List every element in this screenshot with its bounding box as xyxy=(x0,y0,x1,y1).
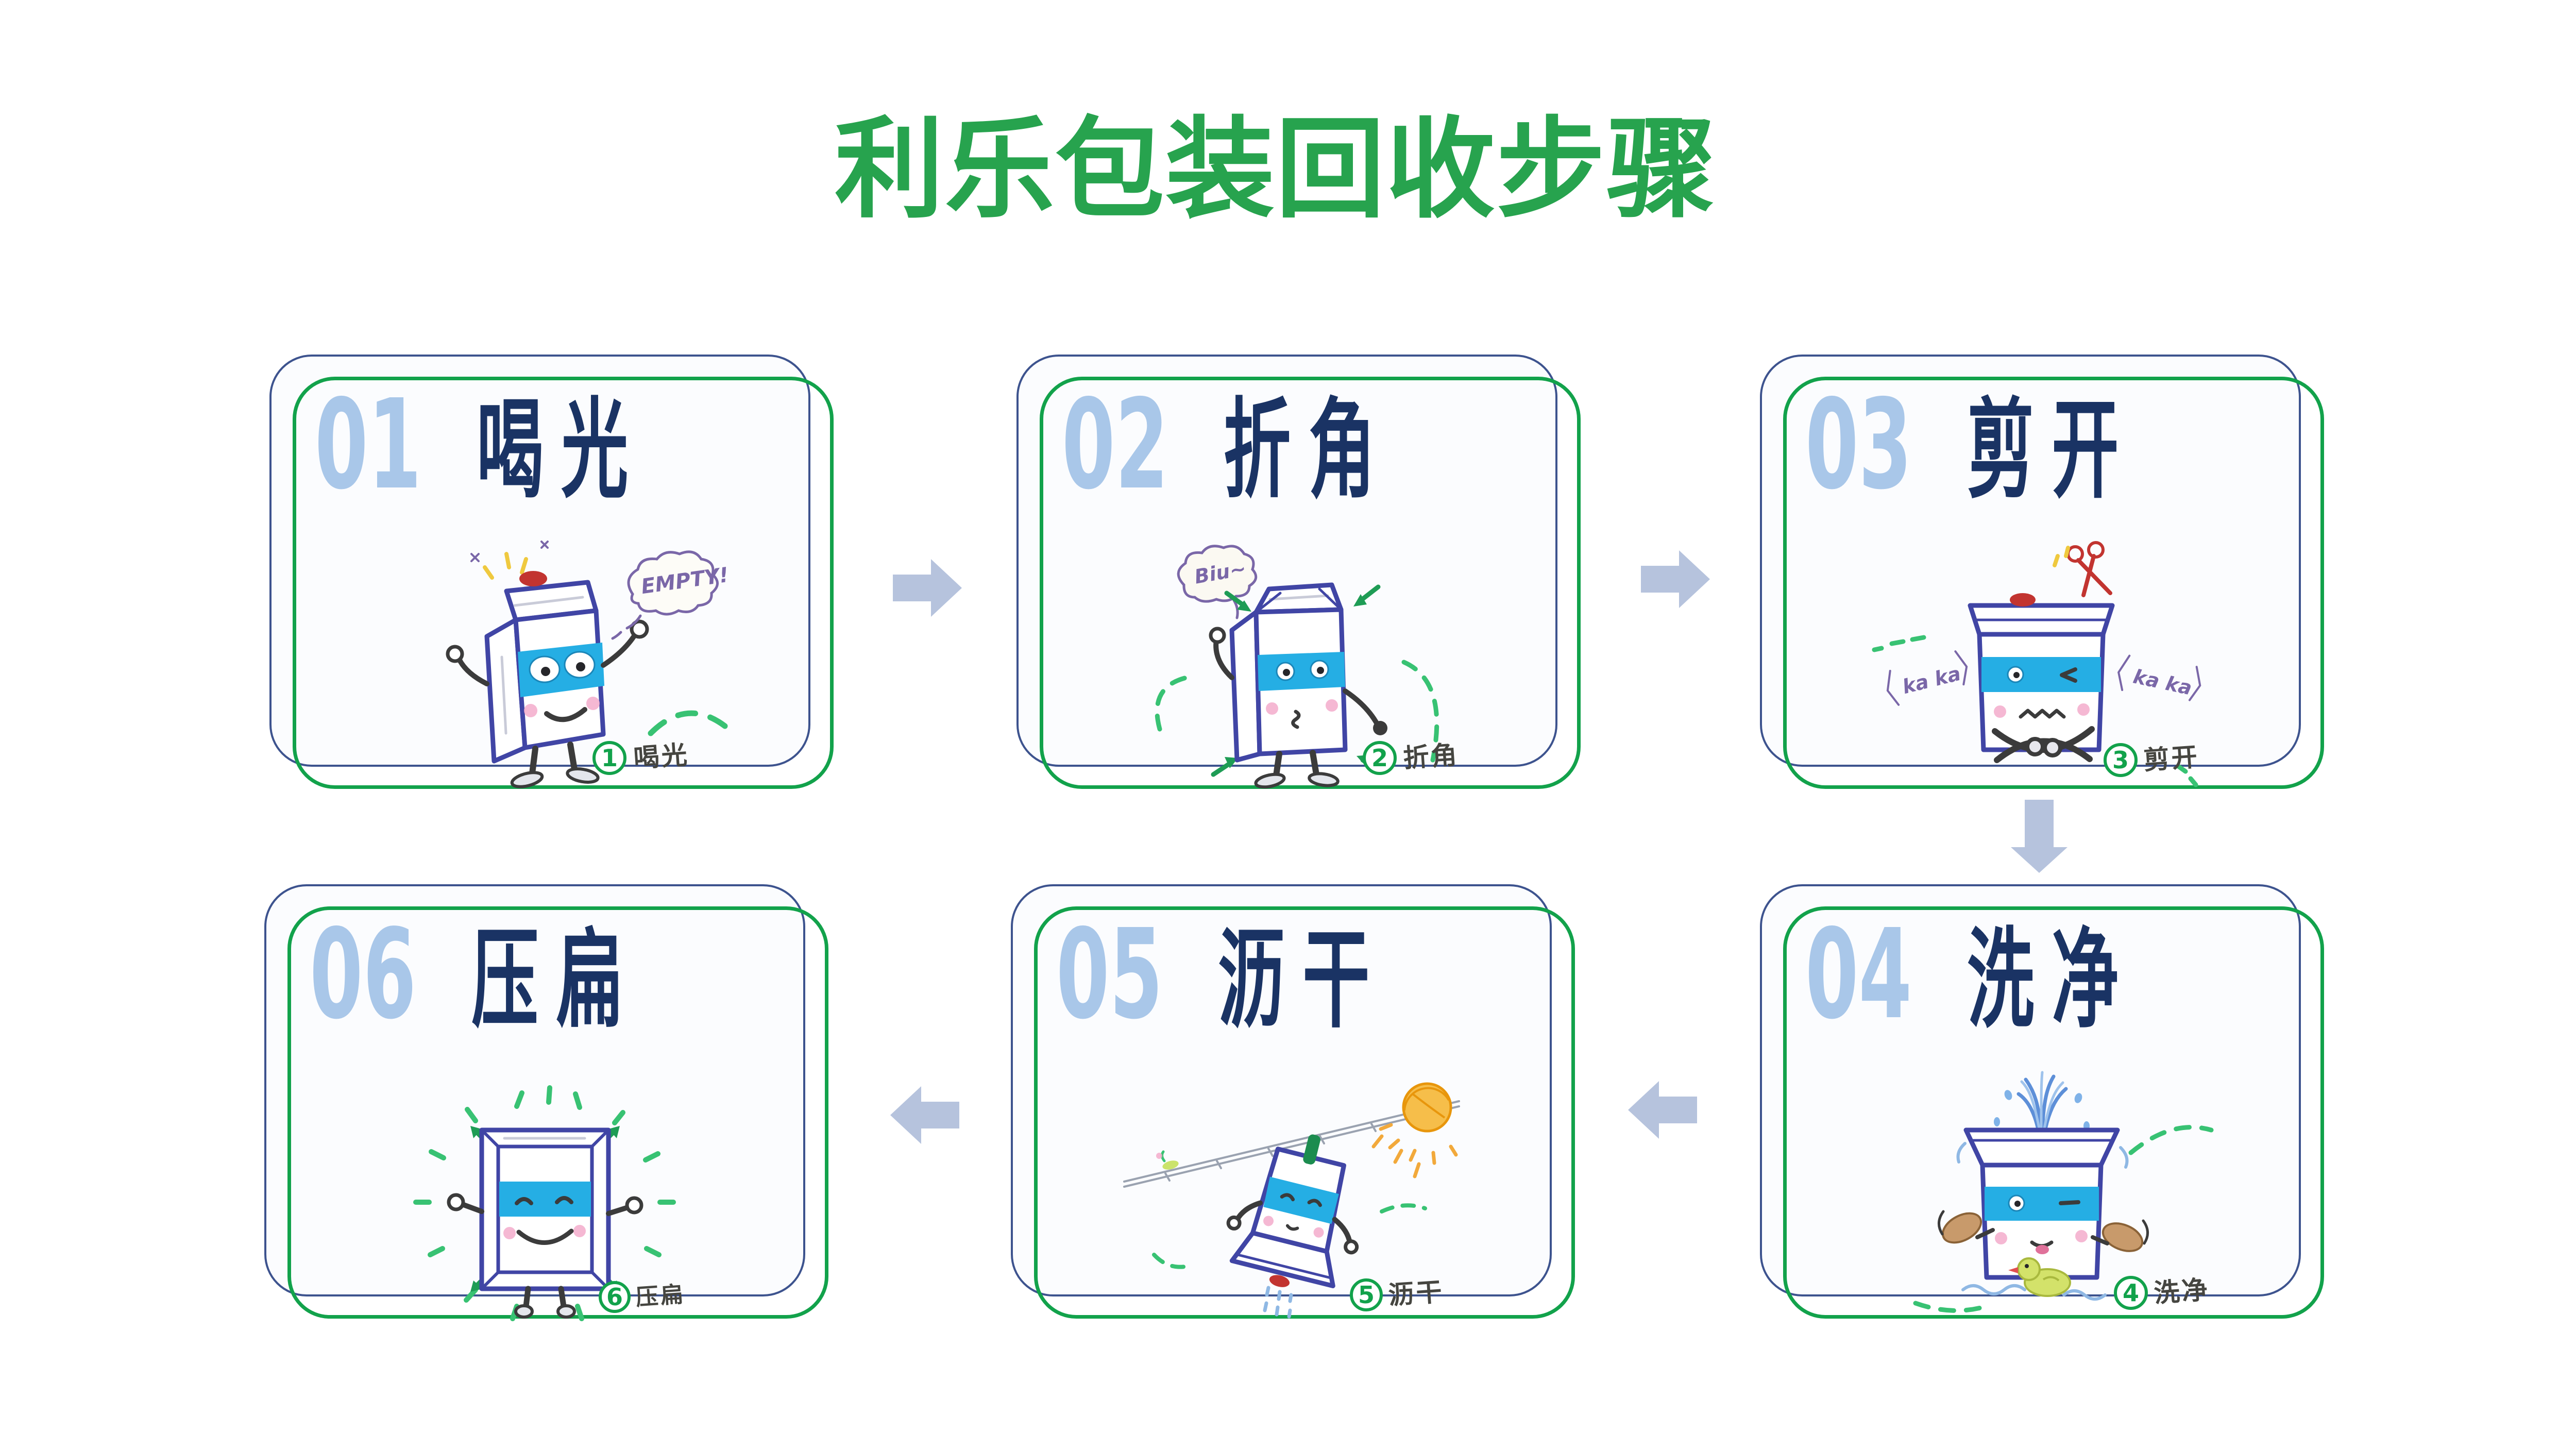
svg-text:喝光: 喝光 xyxy=(633,740,690,773)
trail-dashes xyxy=(1152,1253,1190,1269)
sun-rays xyxy=(1371,1134,1421,1178)
flow-arrow-left-5 xyxy=(890,1086,959,1144)
step-number: 03 xyxy=(1805,373,1912,517)
clothespin xyxy=(1303,1134,1320,1165)
step-title: 折角 xyxy=(1224,386,1393,513)
caption: 3 剪开 xyxy=(2104,742,2200,777)
carton-body xyxy=(1226,1134,1359,1289)
step-title: 洗净 xyxy=(1967,916,2137,1043)
svg-text:6: 6 xyxy=(606,1283,623,1311)
sketch-drip-dry-carton: 5 沥干 xyxy=(1123,1082,1460,1319)
sketch-drink-empty-carton: EMPTY! 1 喝光 xyxy=(446,541,730,788)
carton-cap xyxy=(2010,593,2036,606)
svg-text:ka ka: ka ka xyxy=(2131,665,2194,700)
flow-arrow-down-3 xyxy=(2011,800,2067,873)
sketch-flattened-carton: 6 压扁 xyxy=(413,1085,686,1321)
caption: 4 洗净 xyxy=(2114,1275,2211,1310)
rubber-duck xyxy=(2008,1257,2071,1297)
sketch-wash-carton: 4 洗净 xyxy=(1913,1071,2214,1313)
step-number: 04 xyxy=(1805,902,1912,1047)
svg-text:5: 5 xyxy=(1358,1281,1375,1309)
scissors-icon xyxy=(2053,541,2112,597)
card-outline-green xyxy=(287,906,828,1319)
step-number: 06 xyxy=(310,902,417,1047)
card-outline-green xyxy=(293,377,834,789)
page-title: 利乐包装回收步骤 xyxy=(835,105,1717,233)
caption: 5 沥干 xyxy=(1350,1277,1445,1311)
water-fountain xyxy=(1956,1071,2129,1169)
step-card-01: 01 喝光 xyxy=(269,355,834,790)
svg-text:3: 3 xyxy=(2112,746,2129,774)
svg-text:2: 2 xyxy=(1371,744,1388,772)
svg-text:折角: 折角 xyxy=(1402,740,1460,773)
water-drips xyxy=(1263,1286,1293,1319)
flow-arrow-right-2 xyxy=(1641,550,1710,608)
flow-arrow-right-1 xyxy=(893,559,962,617)
svg-text:ka ka: ka ka xyxy=(1900,662,1963,699)
trail-dashes xyxy=(1380,1203,1427,1214)
step-card-02: 02 折角 Biu~ xyxy=(1016,355,1581,790)
caption: 6 压扁 xyxy=(599,1281,686,1313)
step-number: 02 xyxy=(1062,373,1169,517)
step-title: 压扁 xyxy=(471,916,641,1043)
step-card-03: 03 剪开 xyxy=(1760,355,2324,790)
speech-bubble-empty: EMPTY! xyxy=(611,550,730,640)
trail-dashes xyxy=(1401,660,1439,763)
sketch-cut-open-carton: ka ka ka ka 3 剪开 xyxy=(1872,541,2201,787)
trail-dashes xyxy=(2176,764,2198,787)
water-waves xyxy=(1961,1284,2107,1301)
step-card-05: 05 沥干 xyxy=(1011,884,1575,1320)
step-title: 喝光 xyxy=(477,386,646,513)
step-card-04: 04 洗净 xyxy=(1760,884,2324,1320)
card-outline-green xyxy=(1034,906,1575,1319)
svg-text:压扁: 压扁 xyxy=(635,1281,686,1311)
carton-body xyxy=(1209,582,1387,789)
trail-dashes xyxy=(1155,675,1189,732)
trail-dashes xyxy=(648,710,728,736)
card-outline-green xyxy=(1040,377,1581,789)
clothesline xyxy=(1123,1100,1460,1188)
card-outline-green xyxy=(1783,906,2324,1319)
svg-text:沥干: 沥干 xyxy=(1387,1277,1445,1310)
sfx-kaka-left: ka ka xyxy=(1886,650,1968,706)
carton-cap xyxy=(1269,1275,1290,1287)
caption: 1 喝光 xyxy=(592,740,690,775)
step-number: 01 xyxy=(315,373,422,517)
svg-text:1: 1 xyxy=(601,744,618,772)
scrubbing-hands xyxy=(1938,1210,2149,1252)
svg-text:洗净: 洗净 xyxy=(2153,1275,2211,1308)
trail-dashes xyxy=(2128,1125,2214,1155)
sun-icon xyxy=(1379,1082,1458,1165)
sfx-kaka-right: ka ka xyxy=(2117,654,2201,701)
carton-body xyxy=(1963,1127,2120,1280)
carton-body xyxy=(1968,593,2115,763)
flow-arrow-left-4 xyxy=(1628,1081,1697,1139)
step-card-06: 06 压扁 xyxy=(264,884,828,1321)
speech-bubble-biu: Biu~ xyxy=(1177,545,1258,619)
step-title: 剪开 xyxy=(1967,386,2137,513)
trail-dashes xyxy=(1913,1301,1985,1313)
svg-text:剪开: 剪开 xyxy=(2143,742,2200,776)
carton-body xyxy=(447,1127,643,1319)
caption: 2 折角 xyxy=(1363,740,1460,775)
step-title: 沥干 xyxy=(1218,916,1387,1043)
carton-body xyxy=(446,571,649,788)
sketch-fold-corners-carton: Biu~ xyxy=(1155,545,1460,789)
trail-dashes xyxy=(1872,635,1926,652)
card-outline-green xyxy=(1783,377,2324,789)
svg-text:4: 4 xyxy=(2123,1279,2139,1307)
step-number: 05 xyxy=(1056,902,1163,1047)
carton-cap xyxy=(519,571,547,586)
